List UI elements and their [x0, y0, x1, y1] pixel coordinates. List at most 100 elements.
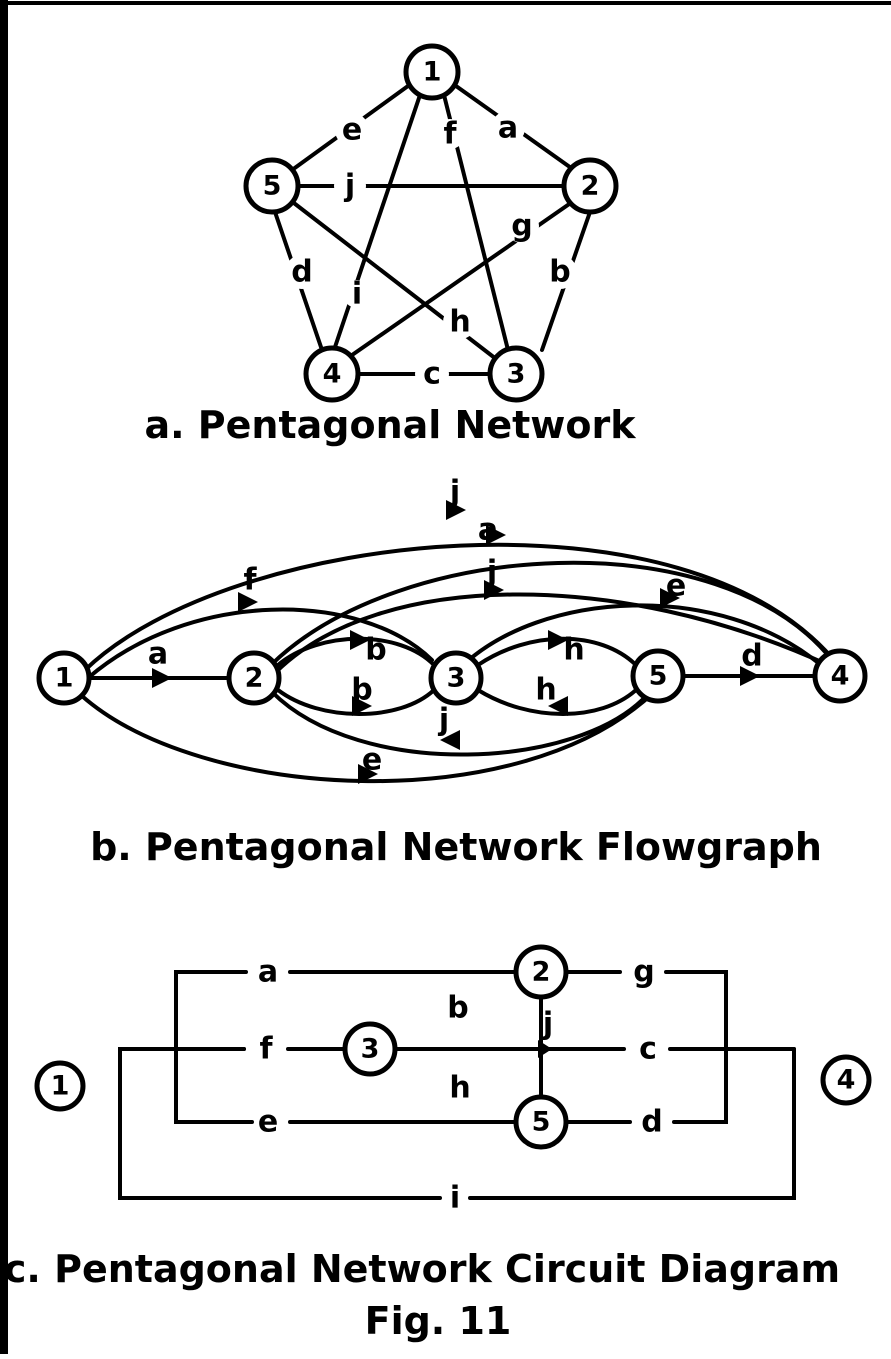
edge-b-down [276, 688, 436, 716]
svg-text:3: 3 [447, 663, 466, 694]
circuit-node-4: 4 [820, 1054, 872, 1106]
node-3: 3 [487, 345, 545, 403]
edge-label-e-top: e [666, 569, 686, 604]
edge-label-h: h [443, 305, 477, 340]
panel-c-circuit: a g b f j c h e d i 1 2 3 4 5 c. Pentago… [4, 944, 872, 1291]
edge-label-j-mid: j [486, 555, 497, 590]
svg-text:2: 2 [581, 171, 600, 202]
edge-label-d: d [641, 1105, 662, 1140]
arrow-h-down [548, 696, 568, 716]
junction-arrow [538, 1040, 552, 1058]
edge-label-h: h [449, 1071, 470, 1106]
flow-node-1: 1 [36, 650, 92, 706]
figure-label: Fig. 11 [365, 1299, 512, 1343]
edge-f [86, 607, 434, 680]
arrow-j-mid [484, 580, 504, 600]
svg-text:3: 3 [361, 1034, 380, 1065]
svg-text:1: 1 [55, 663, 74, 694]
edge-e-top [458, 603, 824, 670]
edge-label-h-up: h [563, 633, 584, 668]
edge-label-f: f [243, 563, 257, 598]
flow-node-4: 4 [812, 648, 868, 704]
arrow-j-low [440, 730, 460, 750]
arrow-f [238, 592, 258, 612]
circuit-node-5: 5 [513, 1094, 569, 1150]
svg-text:1: 1 [423, 57, 442, 88]
edge-label-c: c [415, 357, 449, 392]
svg-text:i: i [352, 277, 362, 312]
flow-node-5: 5 [630, 648, 686, 704]
svg-text:b: b [549, 255, 570, 290]
node-4: 4 [303, 345, 361, 403]
edge-a-top [270, 560, 834, 666]
arrow-b-up [350, 630, 370, 650]
edge-label-j-top: j [449, 475, 460, 510]
svg-text:4: 4 [323, 359, 342, 390]
edge-label-g: g [633, 955, 654, 990]
arrow-e-top [660, 588, 680, 608]
panel-a-title: a. Pentagonal Network [144, 403, 636, 447]
panel-c-title: c. Pentagonal Network Circuit Diagram [4, 1247, 840, 1291]
wire-i-left [118, 1047, 442, 1200]
edge-label-j-low: j [438, 703, 449, 738]
circuit-node-3: 3 [342, 1021, 398, 1077]
svg-text:c: c [423, 357, 441, 392]
edge-label-e-low: e [362, 743, 382, 778]
edge-label-b-down: b [351, 673, 372, 708]
arrow-h-up [548, 630, 568, 650]
svg-text:2: 2 [245, 663, 264, 694]
edge-label-b: b [447, 991, 468, 1026]
circuit-node-1: 1 [34, 1060, 86, 1112]
arrow-e-low [358, 764, 378, 784]
edge-label-a: a [258, 955, 278, 990]
edge-label-a: a [491, 111, 525, 146]
panel-b-title: b. Pentagonal Network Flowgraph [90, 825, 822, 869]
edge-label-g: g [505, 209, 539, 244]
svg-text:5: 5 [263, 171, 282, 202]
svg-text:5: 5 [649, 661, 668, 692]
svg-text:3: 3 [507, 359, 526, 390]
svg-text:g: g [511, 209, 532, 244]
edge-h-down [476, 688, 638, 716]
circuit-node-2: 2 [513, 944, 569, 1000]
edge-label-a: a [148, 637, 168, 672]
svg-text:4: 4 [831, 661, 850, 692]
wire-i-right [468, 1047, 796, 1200]
edge-label-b: b [543, 255, 577, 290]
edge-j-low [270, 690, 650, 757]
edge-label-f: f [435, 117, 465, 152]
edge-label-a-top: a [478, 513, 498, 548]
svg-text:2: 2 [532, 957, 551, 988]
svg-text:h: h [449, 305, 470, 340]
arrow-a [152, 668, 172, 688]
edge-label-d: d [741, 639, 762, 674]
edge-label-j: j [334, 169, 366, 204]
edge-label-e: e [335, 113, 369, 148]
flow-node-3: 3 [428, 650, 484, 706]
svg-text:d: d [291, 255, 312, 290]
edge-label-b-up: b [365, 633, 386, 668]
edge-label-e: e [258, 1105, 278, 1140]
node-5: 5 [243, 157, 301, 215]
edge-label-d: d [285, 255, 319, 290]
arrow-a-top [486, 525, 506, 545]
edge-label-c: c [639, 1032, 657, 1067]
edge-label-f: f [259, 1032, 273, 1067]
edge-i [332, 93, 422, 352]
svg-text:4: 4 [837, 1065, 856, 1096]
edge-label-i: i [343, 277, 371, 312]
edge-label-j: j [542, 1007, 553, 1042]
edge-label-h-down: h [535, 673, 556, 708]
arrow-b-down [352, 696, 372, 716]
arrow-d [740, 666, 760, 686]
svg-text:f: f [443, 117, 457, 152]
svg-text:e: e [342, 113, 362, 148]
svg-text:1: 1 [51, 1071, 70, 1102]
svg-text:a: a [498, 111, 518, 146]
panel-a-network: e a f j g d b i h c 1 2 3 4 5 a. Pentago… [144, 43, 636, 447]
panel-b-flowgraph: j a f j e a b b h h d j e 1 2 3 5 4 b. P… [36, 475, 868, 869]
edge-label-i: i [450, 1181, 460, 1216]
node-1: 1 [403, 43, 461, 101]
